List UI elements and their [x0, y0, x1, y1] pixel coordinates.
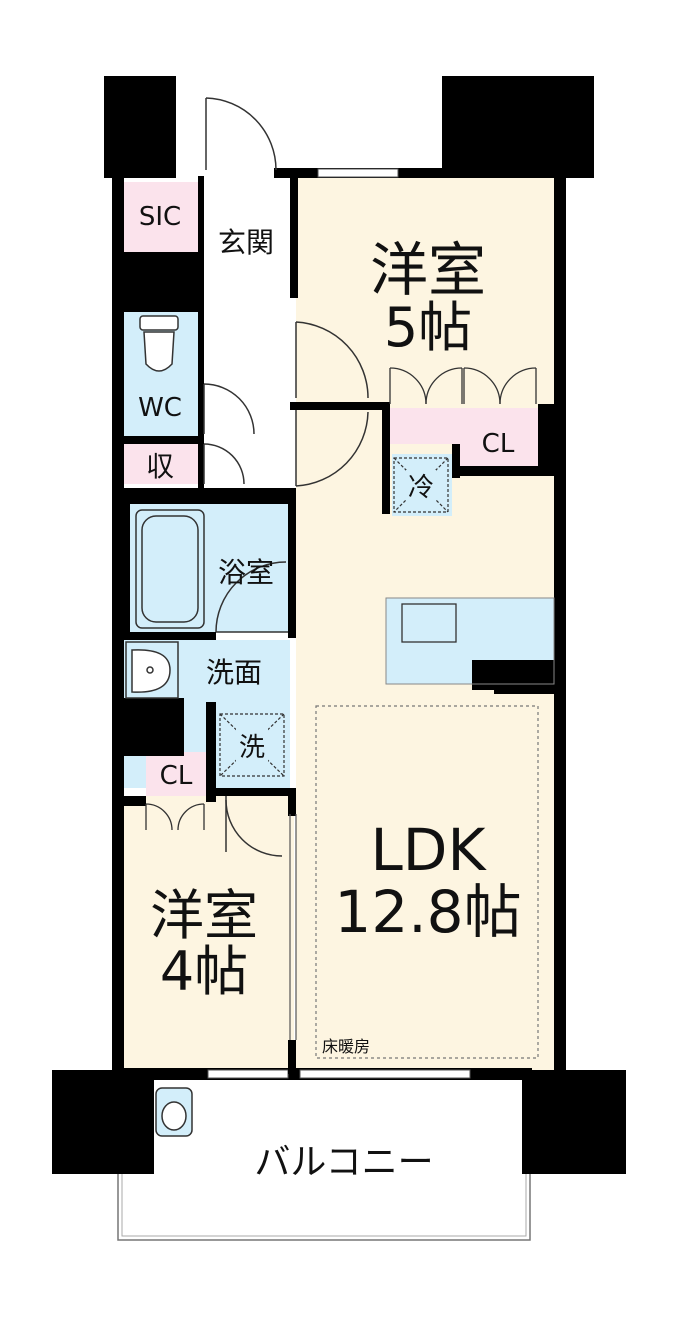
- washer-label: 洗: [239, 733, 265, 763]
- wall-washroom-bottom: [206, 788, 296, 796]
- floor-heating-area: [315, 705, 539, 1059]
- bedroom2-size: 4帖: [160, 940, 248, 1003]
- wall-bath-left: [122, 500, 130, 640]
- wall-hall-mid: [290, 178, 298, 298]
- sic-floor: [122, 182, 198, 252]
- washroom-door[interactable]: [225, 796, 283, 857]
- wall-bath-bottom: [122, 632, 216, 640]
- ldk-size: 12.8帖: [334, 878, 521, 946]
- wall-bed2-top: [122, 796, 146, 806]
- wall-right: [554, 176, 566, 1076]
- balcony-sink-icon: [155, 1087, 193, 1137]
- wall-bath-right: [288, 488, 296, 638]
- hall-floor: [204, 300, 296, 488]
- bedroom2-floor: [122, 796, 294, 1072]
- column-bottom-right: [522, 1070, 626, 1174]
- wall-ldk-bed2-bottom: [288, 1040, 296, 1074]
- genkan-floor: [204, 174, 296, 302]
- bath-door[interactable]: [215, 561, 288, 633]
- ldk-door[interactable]: [295, 410, 369, 487]
- column-top-left: [104, 76, 176, 178]
- closet2-label: CL: [160, 761, 193, 791]
- wc-door[interactable]: [203, 383, 255, 435]
- bedroom1-floor: [296, 174, 556, 406]
- column-bottom-left: [52, 1070, 154, 1174]
- balcony-outline: [117, 1174, 531, 1241]
- washer-label-bg: [236, 728, 268, 762]
- fridge-label-bg: [406, 470, 436, 502]
- wall-bed2-right: [288, 796, 296, 816]
- bedroom2-name: 洋室: [150, 884, 258, 947]
- sic-label: SIC: [139, 202, 181, 232]
- genkan-label: 玄関: [218, 226, 274, 259]
- storage-floor: [122, 444, 198, 484]
- storage-door[interactable]: [203, 443, 245, 485]
- fridge-pan: [393, 457, 449, 513]
- wall-washroom-left: [122, 698, 184, 756]
- closet1-main: [460, 408, 538, 466]
- bedroom1-name: 洋室: [370, 236, 486, 304]
- bath-label: 浴室: [218, 556, 274, 589]
- fridge-label: 冷: [408, 473, 434, 503]
- window-bottom-1: [207, 1069, 289, 1079]
- window-top: [317, 168, 399, 178]
- wall-cl2-right: [206, 702, 216, 802]
- wall-sic-bottom: [122, 252, 204, 312]
- storage-label: 収: [146, 450, 174, 483]
- kitchen-step-2: [494, 680, 554, 694]
- wall-genkan-left: [198, 176, 204, 492]
- wall-left: [112, 176, 124, 1076]
- closet2-doors[interactable]: [145, 803, 205, 831]
- closet2-floor: [146, 752, 206, 796]
- kitchen-counter-outline: [385, 597, 555, 685]
- wall-cl-right: [538, 404, 554, 476]
- floor-heating-label: 床暖房: [322, 1037, 370, 1056]
- bedroom1-door[interactable]: [295, 321, 369, 399]
- washbasin-icon: [125, 641, 179, 699]
- wall-wc-bottom: [122, 436, 204, 444]
- balcony-outline-inner: [121, 1174, 527, 1237]
- wall-cl-box: [452, 444, 460, 478]
- wall-cl-left: [382, 402, 390, 514]
- toilet-icon: [139, 315, 179, 372]
- wall-bath-top: [122, 488, 296, 504]
- bathtub-icon: [135, 509, 205, 629]
- closet1-doors[interactable]: [389, 367, 537, 405]
- closet1-label: CL: [482, 429, 515, 459]
- balcony-label: バルコニー: [254, 1142, 433, 1183]
- sink-icon: [401, 603, 457, 643]
- wc-label: WC: [138, 393, 182, 423]
- wall-cl-bottom: [452, 466, 554, 476]
- entrance-door[interactable]: [205, 97, 277, 171]
- bedroom1-size: 5帖: [384, 296, 472, 359]
- ldk-floor: [296, 406, 556, 1072]
- ldk-name: LDK: [370, 816, 487, 884]
- window-bottom-2: [299, 1069, 471, 1079]
- closet1-floor: [390, 408, 460, 444]
- wall-bed1-bottom: [290, 402, 390, 410]
- column-top-right: [442, 76, 594, 178]
- washbasin-label: 洗面: [206, 656, 262, 689]
- washer-pan: [219, 713, 285, 777]
